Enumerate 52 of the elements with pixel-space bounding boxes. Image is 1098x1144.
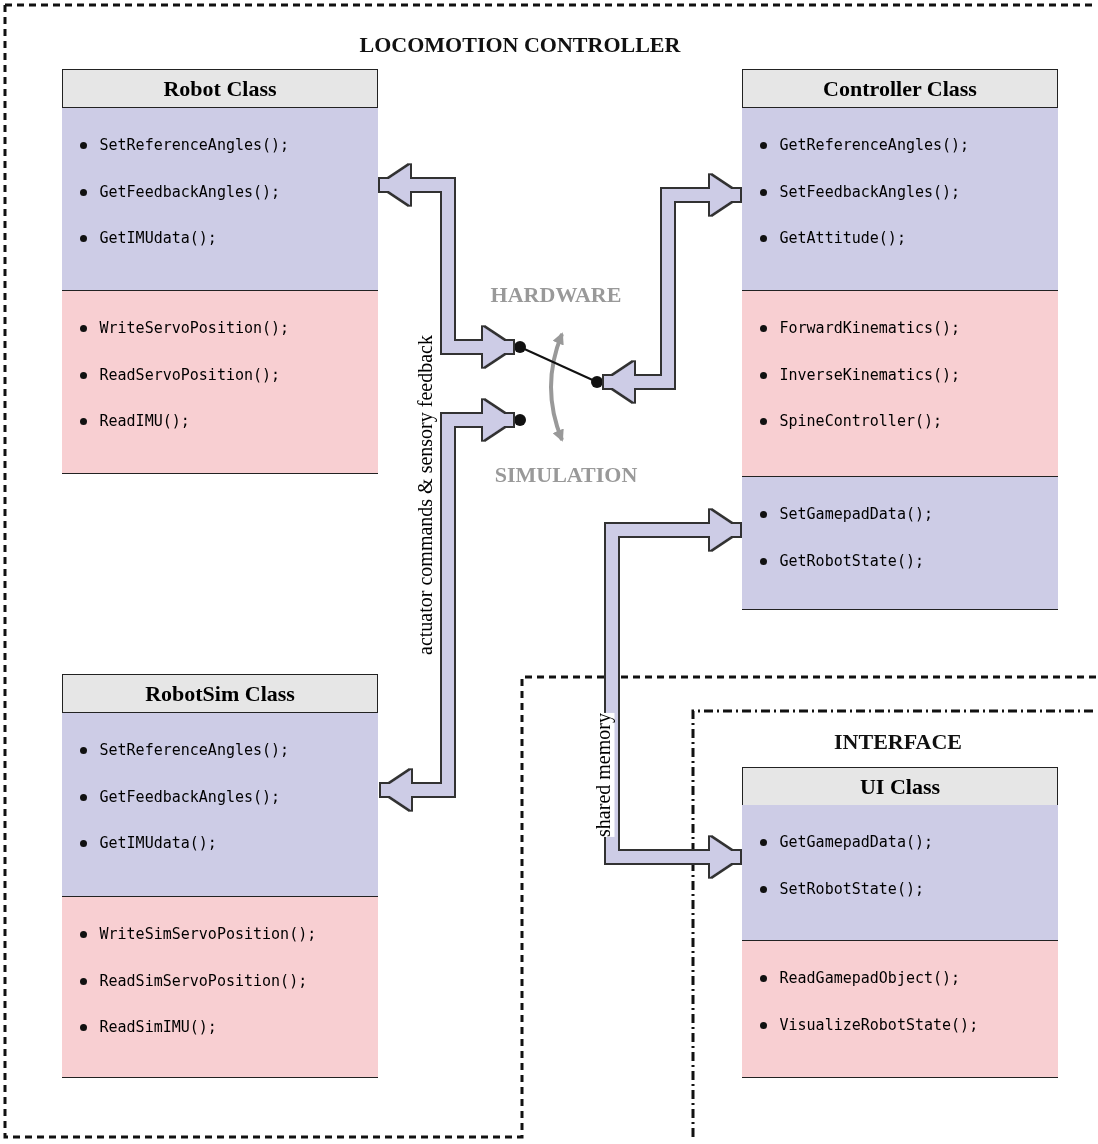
switch-label: HARDWARE xyxy=(490,282,622,308)
class-box xyxy=(742,69,1058,610)
method-name: ForwardKinematics(); xyxy=(779,318,961,339)
class-box xyxy=(62,69,378,474)
class-title: Robot Class xyxy=(63,70,377,108)
method-name: SetFeedbackAngles(); xyxy=(779,181,961,203)
method-name: SetRobotState(); xyxy=(779,878,924,900)
class-title: UI Class xyxy=(743,768,1057,806)
vertical-label: actuator commands & sensory feedback xyxy=(413,335,437,655)
switch-label: SIMULATION xyxy=(494,462,638,488)
method-name: GetFeedbackAngles(); xyxy=(99,181,281,203)
method-panel xyxy=(741,291,1058,477)
method-name: InverseKinematics(); xyxy=(779,364,961,386)
method-panel xyxy=(61,108,378,291)
class-title: RobotSim Class xyxy=(63,675,377,713)
double-arrow xyxy=(381,400,513,810)
method-name: GetRobotState(); xyxy=(779,550,924,572)
method-panel xyxy=(61,897,378,1077)
method-name: SetReferenceAngles(); xyxy=(99,740,290,761)
class-box xyxy=(62,674,378,1078)
method-panel xyxy=(741,941,1058,1077)
method-panel xyxy=(61,291,378,473)
class-box xyxy=(742,767,1058,1078)
method-panel xyxy=(741,805,1058,941)
method-name: GetGamepadData(); xyxy=(779,832,934,853)
terminal-dot xyxy=(514,414,526,426)
method-name: GetAttitude(); xyxy=(779,228,906,249)
method-name: GetIMUdata(); xyxy=(99,833,217,854)
terminal-dot xyxy=(514,341,526,353)
class-title: Controller Class xyxy=(743,70,1057,108)
method-panel xyxy=(741,108,1058,291)
method-name: ReadSimServoPosition(); xyxy=(99,970,308,992)
method-name: WriteServoPosition(); xyxy=(99,318,290,339)
double-arrow xyxy=(606,510,740,877)
method-name: SetGamepadData(); xyxy=(779,504,934,525)
region-title: LOCOMOTION CONTROLLER xyxy=(359,32,681,58)
method-name: SpineController(); xyxy=(779,411,943,432)
method-name: VisualizeRobotState(); xyxy=(779,1014,979,1036)
method-name: ReadGamepadObject(); xyxy=(779,968,961,989)
method-name: ReadSimIMU(); xyxy=(99,1017,217,1038)
method-name: GetIMUdata(); xyxy=(99,228,217,249)
double-arrow xyxy=(380,165,513,367)
method-name: ReadServoPosition(); xyxy=(99,364,281,386)
method-name: GetFeedbackAngles(); xyxy=(99,786,281,808)
method-name: WriteSimServoPosition(); xyxy=(99,924,317,945)
method-name: SetReferenceAngles(); xyxy=(99,135,290,156)
method-panel xyxy=(741,477,1058,609)
double-arrow xyxy=(604,175,740,402)
region-title: INTERFACE xyxy=(834,729,962,755)
method-name: ReadIMU(); xyxy=(99,411,190,432)
method-panel xyxy=(61,713,378,897)
method-name: GetReferenceAngles(); xyxy=(779,135,970,156)
